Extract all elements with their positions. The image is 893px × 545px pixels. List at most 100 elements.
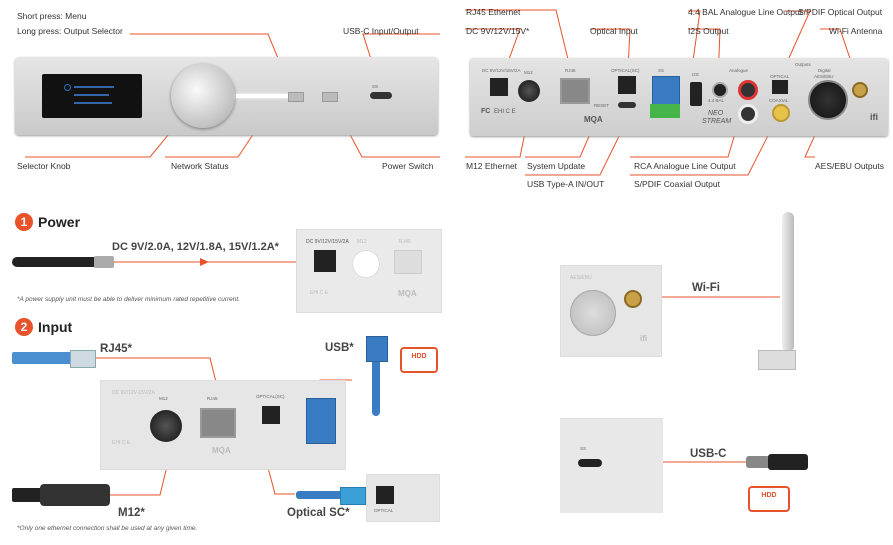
optical-port[interactable] bbox=[618, 76, 636, 94]
label-spdif-coax: S/PDIF Coaxial Output bbox=[634, 179, 720, 189]
power-heading: 1 Power bbox=[15, 213, 80, 231]
rear-optical-text: OPTICAL bbox=[770, 74, 790, 79]
optical-detail-port[interactable] bbox=[376, 486, 394, 504]
power-ghost-knob bbox=[352, 250, 380, 278]
xlr-port[interactable] bbox=[808, 80, 848, 120]
label-rj45-ethernet: RJ45 Ethernet bbox=[466, 7, 521, 17]
rear-aes-text: AES/EBU bbox=[814, 74, 834, 79]
ethernet-cable bbox=[12, 352, 72, 364]
usb-c-port[interactable] bbox=[370, 92, 392, 99]
dc-jack[interactable] bbox=[490, 78, 508, 96]
label-aes-ebu: AES/EBU Outputs bbox=[815, 161, 884, 171]
dc-cable bbox=[12, 257, 112, 267]
optical-cable bbox=[296, 491, 366, 499]
antenna-connector[interactable] bbox=[852, 82, 868, 98]
rear-mqa-text: MQA bbox=[584, 115, 603, 124]
ethernet-plug bbox=[70, 350, 96, 368]
label-wifi: Wi-Fi bbox=[692, 282, 720, 294]
bal-jack[interactable] bbox=[712, 82, 728, 98]
i2s-port[interactable] bbox=[690, 82, 702, 106]
display-text-line bbox=[74, 86, 114, 88]
usbc-ss-text: SS bbox=[580, 446, 587, 451]
rear-neo-text: NEO bbox=[708, 110, 724, 117]
m12-plug bbox=[40, 484, 110, 506]
input-m12-port[interactable] bbox=[150, 410, 182, 442]
power-note: *A power supply unit must be able to del… bbox=[17, 296, 241, 303]
wifi-icon bbox=[64, 84, 71, 91]
rear-ifi-text: ifi bbox=[870, 112, 878, 122]
input-rj45-port[interactable] bbox=[200, 408, 236, 438]
label-long-press: Long press: Output Selector bbox=[17, 26, 123, 36]
rca-white[interactable] bbox=[738, 104, 758, 124]
display-text-line bbox=[74, 102, 112, 104]
rear-coaxial-text: COAXIAL bbox=[769, 98, 789, 103]
power-m12-text: M12 bbox=[357, 239, 367, 245]
label-usb-c-io: USB-C Input/Output bbox=[343, 26, 419, 36]
label-m12: M12* bbox=[118, 507, 145, 519]
usb-c-rear[interactable] bbox=[618, 102, 636, 108]
label-bal-out: 4.4 BAL Analogue Line Output bbox=[688, 7, 803, 17]
label-spdif-optical: S/PDIF Optical Output bbox=[798, 7, 883, 17]
input-m12-text: M12 bbox=[159, 396, 168, 401]
power-ce-text: EHI C E bbox=[310, 290, 329, 296]
rear-dc-text: DC 9V/12V/15V/2A bbox=[482, 68, 521, 73]
hdd-text-right: HDD bbox=[761, 492, 777, 499]
network-status-light bbox=[236, 94, 288, 98]
input-dc-text: DC 9V/12V-15V/2A bbox=[112, 390, 155, 396]
rear-m12-text: M12 bbox=[524, 70, 533, 75]
wifi-ifi-text: ifi bbox=[640, 334, 648, 343]
usbc-cable bbox=[768, 454, 808, 470]
optical-detail-text: OPTICAL bbox=[374, 508, 394, 513]
usbc-port[interactable] bbox=[578, 459, 602, 467]
label-short-press: Short press: Menu bbox=[17, 11, 87, 21]
rear-analogue-text: Analogue bbox=[729, 68, 749, 73]
usb-plug bbox=[366, 336, 388, 362]
rear-stream-text: STREAM bbox=[702, 118, 732, 125]
rear-rj45-text: RJ45 bbox=[565, 68, 576, 73]
rear-bal-text: 4.4 BAL bbox=[708, 98, 725, 103]
wifi-antenna-base bbox=[758, 350, 796, 370]
hdd-icon-right bbox=[748, 486, 790, 512]
rear-ce-text: EHI C E bbox=[494, 109, 516, 115]
spdif-optical-port[interactable] bbox=[772, 80, 788, 94]
power-number: 1 bbox=[15, 213, 33, 231]
rear-ss-text: SS bbox=[658, 68, 665, 73]
wifi-aes-text: AES/EBU bbox=[570, 275, 592, 281]
input-usb-ports[interactable] bbox=[306, 398, 336, 444]
coax-port[interactable] bbox=[772, 104, 790, 122]
front-ss-text: SS bbox=[372, 84, 379, 89]
rj45-port[interactable] bbox=[560, 78, 590, 104]
label-usb: USB* bbox=[325, 342, 354, 354]
power-dc-text: DC 9V/12V/15V/2A bbox=[306, 239, 349, 245]
wifi-antenna-connector[interactable] bbox=[624, 290, 642, 308]
label-m12-ethernet: M12 Ethernet bbox=[466, 161, 518, 171]
input-mqa-text: MQA bbox=[212, 446, 231, 455]
wifi-antenna bbox=[782, 212, 794, 352]
input-note: *Only one ethernet connection shall be u… bbox=[17, 525, 198, 532]
rear-digital-text: Digital bbox=[818, 68, 831, 73]
label-i2s-out: I2S Output bbox=[688, 26, 729, 36]
menu-button[interactable] bbox=[288, 92, 304, 102]
label-usb-a: USB Type-A IN/OUT bbox=[527, 179, 605, 189]
m12-port[interactable] bbox=[518, 80, 540, 102]
selector-knob[interactable] bbox=[171, 64, 235, 128]
input-optical-port[interactable] bbox=[262, 406, 280, 424]
rca-red[interactable] bbox=[738, 80, 758, 100]
power-rj45-text: RJ45 bbox=[399, 239, 411, 245]
power-dc-jack[interactable] bbox=[314, 250, 336, 272]
wifi-xlr-port[interactable] bbox=[570, 290, 616, 336]
power-button[interactable] bbox=[322, 92, 338, 102]
label-power-switch: Power Switch bbox=[382, 161, 434, 171]
rear-optical-sc-text: OPTICAL(SC) bbox=[611, 68, 640, 73]
label-optical: Optical SC* bbox=[287, 507, 350, 519]
input-heading: 2 Input bbox=[15, 318, 72, 336]
label-dc-spec: DC 9V/2.0A, 12V/1.8A, 15V/1.2A* bbox=[112, 241, 279, 253]
label-wifi-antenna: Wi-Fi Antenna bbox=[829, 26, 883, 36]
usb-green-label bbox=[650, 104, 680, 118]
rear-i2s-text: I2S bbox=[692, 72, 699, 77]
input-number: 2 bbox=[15, 318, 33, 336]
rear-outputs-text: Outputs bbox=[795, 62, 811, 67]
label-rj45: RJ45* bbox=[100, 343, 132, 355]
label-dc-in: DC 9V/12V/15V* bbox=[466, 26, 530, 36]
dc-tip bbox=[94, 256, 114, 268]
